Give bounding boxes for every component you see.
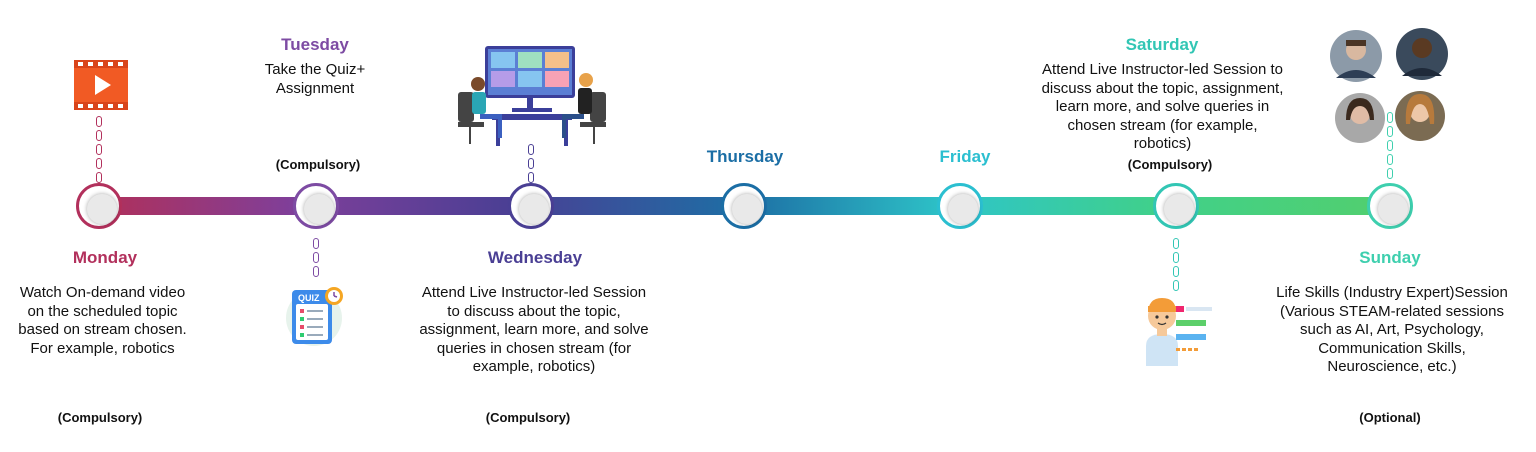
chain-tuesday	[313, 238, 319, 280]
day-label-wednesday: Wednesday	[487, 248, 583, 267]
day-label-saturday: Saturday	[1125, 35, 1199, 54]
live-session-illustration	[452, 44, 612, 148]
tag-monday: (Compulsory)	[57, 410, 143, 425]
day-label-monday: Monday	[72, 248, 138, 267]
tag-sunday: (Optional)	[1359, 410, 1421, 425]
node-wednesday	[508, 183, 554, 229]
description-saturday: Attend Live Instructor-led Session to di…	[1041, 61, 1284, 152]
node-saturday	[1153, 183, 1199, 229]
node-thursday	[721, 183, 767, 229]
tag-wednesday: (Compulsory)	[485, 410, 571, 425]
day-label-thursday: Thursday	[706, 147, 784, 166]
quiz-icon-text: QUIZ	[298, 293, 320, 303]
experts-avatars	[1328, 28, 1450, 144]
description-wednesday: Attend Live Instructor-led Session to di…	[419, 284, 649, 375]
node-tuesday	[293, 183, 339, 229]
quiz-icon: QUIZ	[286, 286, 346, 348]
tag-saturday: (Compulsory)	[1127, 157, 1213, 172]
description-monday: Watch On-demand video on the scheduled t…	[18, 284, 187, 357]
tag-tuesday: (Compulsory)	[275, 157, 361, 172]
day-label-friday: Friday	[939, 147, 991, 166]
chain-monday	[96, 116, 102, 186]
node-sunday	[1367, 183, 1413, 229]
video-play-icon	[74, 60, 128, 110]
day-label-tuesday: Tuesday	[281, 35, 349, 54]
node-monday	[76, 183, 122, 229]
chain-wednesday	[528, 144, 534, 186]
chain-saturday	[1173, 238, 1179, 294]
chain-sunday	[1387, 112, 1393, 182]
description-sunday: Life Skills (Industry Expert)Session (Va…	[1276, 284, 1508, 375]
day-label-sunday: Sunday	[1359, 248, 1421, 267]
instructor-icon	[1136, 290, 1216, 366]
description-tuesday: Take the Quiz+ Assignment	[264, 61, 366, 97]
node-friday	[937, 183, 983, 229]
